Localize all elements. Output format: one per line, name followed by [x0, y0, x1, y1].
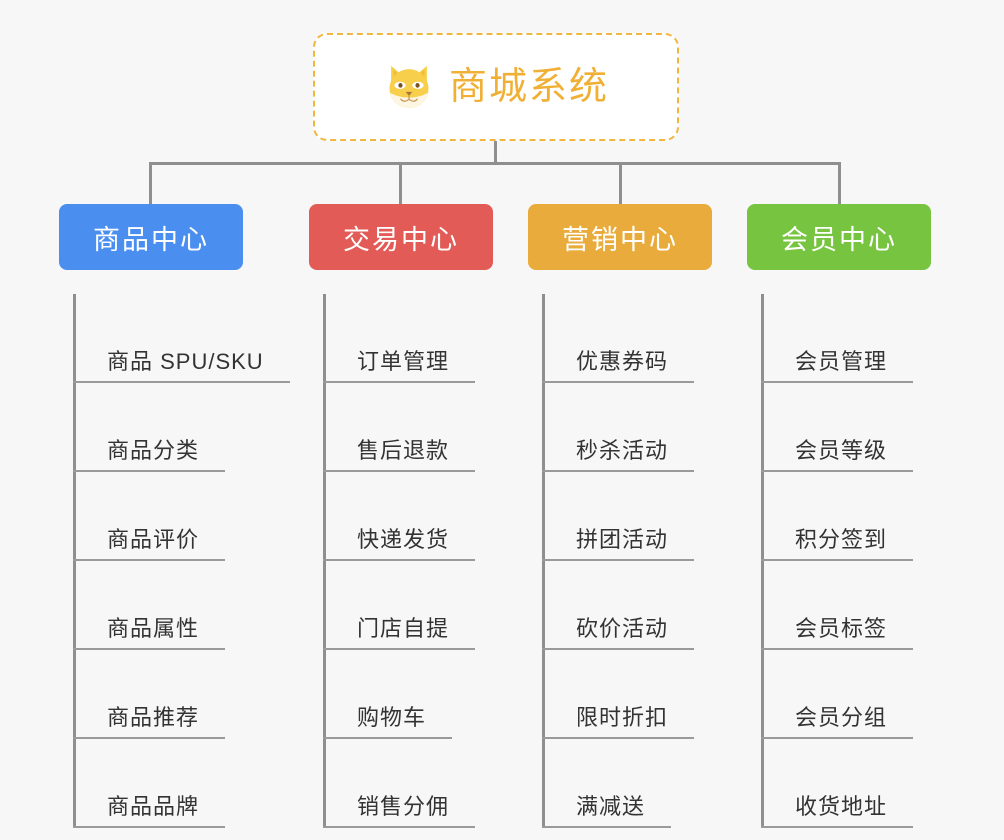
- list-item[interactable]: 会员管理: [747, 294, 977, 383]
- list-item-label: 商品属性: [73, 616, 226, 650]
- category-header-trade-center[interactable]: 交易中心: [309, 204, 493, 270]
- category-header-member-center[interactable]: 会员中心: [747, 204, 931, 270]
- list-item[interactable]: 商品推荐: [59, 650, 289, 739]
- category-header-label: 交易中心: [343, 224, 459, 255]
- list-item[interactable]: 快递发货: [309, 472, 539, 561]
- list-item-label: 优惠券码: [542, 349, 695, 383]
- item-list-marketing-center: 优惠券码 秒杀活动 拼团活动 砍价活动 限时折扣 满减送: [528, 294, 758, 828]
- list-item-label: 订单管理: [323, 349, 476, 383]
- list-item-label: 商品 SPU/SKU: [73, 349, 290, 383]
- list-item[interactable]: 会员分组: [747, 650, 977, 739]
- connector-drop-product-center: [149, 162, 152, 206]
- list-item[interactable]: 售后退款: [309, 383, 539, 472]
- column-product-center: 商品中心 商品 SPU/SKU 商品分类 商品评价 商品属性 商品推荐 商品品牌: [59, 204, 290, 828]
- category-header-product-center[interactable]: 商品中心: [59, 204, 243, 270]
- list-item-label: 门店自提: [323, 616, 476, 650]
- category-header-label: 商品中心: [93, 224, 209, 255]
- category-header-label: 会员中心: [781, 224, 897, 255]
- list-item[interactable]: 门店自提: [309, 561, 539, 650]
- list-item[interactable]: 会员等级: [747, 383, 977, 472]
- column-member-center: 会员中心 会员管理 会员等级 积分签到 会员标签 会员分组 收货地址: [747, 204, 977, 828]
- category-header-label: 营销中心: [562, 224, 678, 255]
- category-header-marketing-center[interactable]: 营销中心: [528, 204, 712, 270]
- connector-drop-member-center: [838, 162, 841, 206]
- list-item[interactable]: 商品 SPU/SKU: [59, 294, 290, 383]
- connector-root-stem: [494, 141, 497, 165]
- list-item-label: 秒杀活动: [542, 438, 695, 472]
- root-node-shop-system[interactable]: 商城系统: [313, 33, 679, 141]
- column-marketing-center: 营销中心 优惠券码 秒杀活动 拼团活动 砍价活动 限时折扣 满减送: [528, 204, 758, 828]
- list-item[interactable]: 商品评价: [59, 472, 289, 561]
- connector-drop-trade-center: [399, 162, 402, 206]
- list-item[interactable]: 优惠券码: [528, 294, 758, 383]
- list-item-label: 商品评价: [73, 527, 226, 561]
- list-item-label: 快递发货: [323, 527, 476, 561]
- list-item[interactable]: 秒杀活动: [528, 383, 758, 472]
- list-item[interactable]: 购物车: [309, 650, 539, 739]
- list-item[interactable]: 砍价活动: [528, 561, 758, 650]
- list-item-label: 会员管理: [761, 349, 914, 383]
- shiba-dog-face-icon: [383, 61, 435, 113]
- list-item-label: 满减送: [542, 794, 672, 828]
- item-list-product-center: 商品 SPU/SKU 商品分类 商品评价 商品属性 商品推荐 商品品牌: [59, 294, 290, 828]
- list-item[interactable]: 收货地址: [747, 739, 977, 828]
- list-item[interactable]: 满减送: [528, 739, 758, 828]
- list-item-label: 限时折扣: [542, 705, 695, 739]
- item-list-member-center: 会员管理 会员等级 积分签到 会员标签 会员分组 收货地址: [747, 294, 977, 828]
- list-item[interactable]: 会员标签: [747, 561, 977, 650]
- root-node-title: 商城系统: [448, 66, 609, 108]
- column-trunk-line: [542, 294, 545, 828]
- column-trunk-line: [761, 294, 764, 828]
- list-item-label: 会员标签: [761, 616, 914, 650]
- column-trade-center: 交易中心 订单管理 售后退款 快递发货 门店自提 购物车 销售分佣: [309, 204, 539, 828]
- list-item-label: 商品品牌: [73, 794, 226, 828]
- list-item-label: 销售分佣: [323, 794, 476, 828]
- list-item[interactable]: 积分签到: [747, 472, 977, 561]
- list-item-label: 拼团活动: [542, 527, 695, 561]
- list-item-label: 商品分类: [73, 438, 226, 472]
- column-trunk-line: [73, 294, 76, 828]
- list-item-label: 购物车: [323, 705, 453, 739]
- list-item-label: 砍价活动: [542, 616, 695, 650]
- list-item-label: 收货地址: [761, 794, 914, 828]
- connector-horizontal-bus: [149, 162, 841, 165]
- list-item[interactable]: 商品品牌: [59, 739, 289, 828]
- list-item[interactable]: 商品属性: [59, 561, 289, 650]
- list-item-label: 会员分组: [761, 705, 914, 739]
- list-item[interactable]: 拼团活动: [528, 472, 758, 561]
- column-trunk-line: [323, 294, 326, 828]
- list-item[interactable]: 限时折扣: [528, 650, 758, 739]
- list-item[interactable]: 商品分类: [59, 383, 289, 472]
- connector-drop-marketing-center: [619, 162, 622, 206]
- list-item-label: 积分签到: [761, 527, 914, 561]
- list-item-label: 售后退款: [323, 438, 476, 472]
- list-item[interactable]: 销售分佣: [309, 739, 539, 828]
- list-item-label: 商品推荐: [73, 705, 226, 739]
- list-item[interactable]: 订单管理: [309, 294, 539, 383]
- list-item-label: 会员等级: [761, 438, 914, 472]
- item-list-trade-center: 订单管理 售后退款 快递发货 门店自提 购物车 销售分佣: [309, 294, 539, 828]
